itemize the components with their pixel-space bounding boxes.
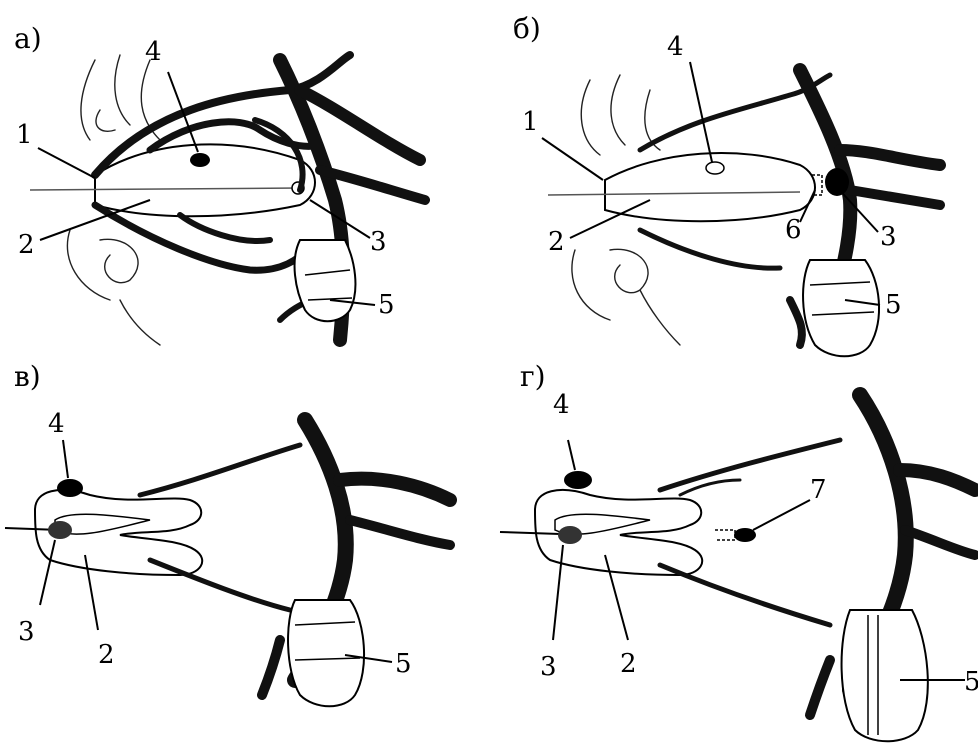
panel-b-letter: б)	[513, 12, 541, 45]
panel-v-bowel-loop	[288, 600, 364, 706]
panel-g-bowel-loop	[842, 610, 928, 741]
panel-a-marker-4	[190, 153, 210, 167]
panel-b-label-5: 5	[885, 290, 902, 320]
panel-b-label-3: 3	[880, 222, 897, 252]
panel-v-label-5: 5	[395, 649, 412, 679]
panel-g-label-7: 7	[810, 475, 827, 505]
panel-b-label-2: 2	[548, 227, 565, 257]
panel-b-marker-3	[825, 168, 849, 196]
panel-g-letter: г)	[520, 360, 546, 393]
panel-v-label-4: 4	[48, 409, 65, 439]
panel-a: а) 1 2 3	[14, 22, 425, 345]
panel-a-letter: а)	[14, 22, 42, 55]
panel-g-marker-4	[564, 471, 592, 489]
panel-g-label-3: 3	[540, 652, 557, 682]
panel-a-label-4: 4	[145, 37, 162, 67]
panel-g-marker-7	[734, 528, 756, 542]
panel-b-marker-4	[706, 162, 724, 174]
panel-g-label-5: 5	[964, 667, 978, 697]
panel-a-bowel-loop	[295, 240, 356, 321]
panel-a-label-5: 5	[378, 290, 395, 320]
panel-b-label-6: 6	[785, 215, 802, 245]
panel-a-label-1: 1	[16, 120, 33, 150]
panel-v-letter: в)	[14, 360, 41, 393]
panel-v-marker-3	[48, 521, 72, 539]
panel-b-label-1: 1	[522, 107, 539, 137]
panel-g: г) 4 3 2 7 5	[500, 360, 978, 741]
panel-v: в) 4 3 2 5	[5, 360, 450, 706]
panel-b-label-4: 4	[667, 32, 684, 62]
panel-g-label-2: 2	[620, 649, 637, 679]
panel-b: б) 1 2 3 4 5 6	[513, 12, 940, 356]
panel-a-label-2: 2	[18, 230, 35, 260]
panel-v-label-2: 2	[98, 640, 115, 670]
panel-a-label-3: 3	[370, 227, 387, 257]
panel-g-marker-3	[558, 526, 582, 544]
panel-v-marker-4	[57, 479, 83, 497]
panel-v-label-3: 3	[18, 617, 35, 647]
panel-b-bowel-loop	[803, 260, 879, 356]
panel-g-label-4: 4	[553, 390, 570, 420]
